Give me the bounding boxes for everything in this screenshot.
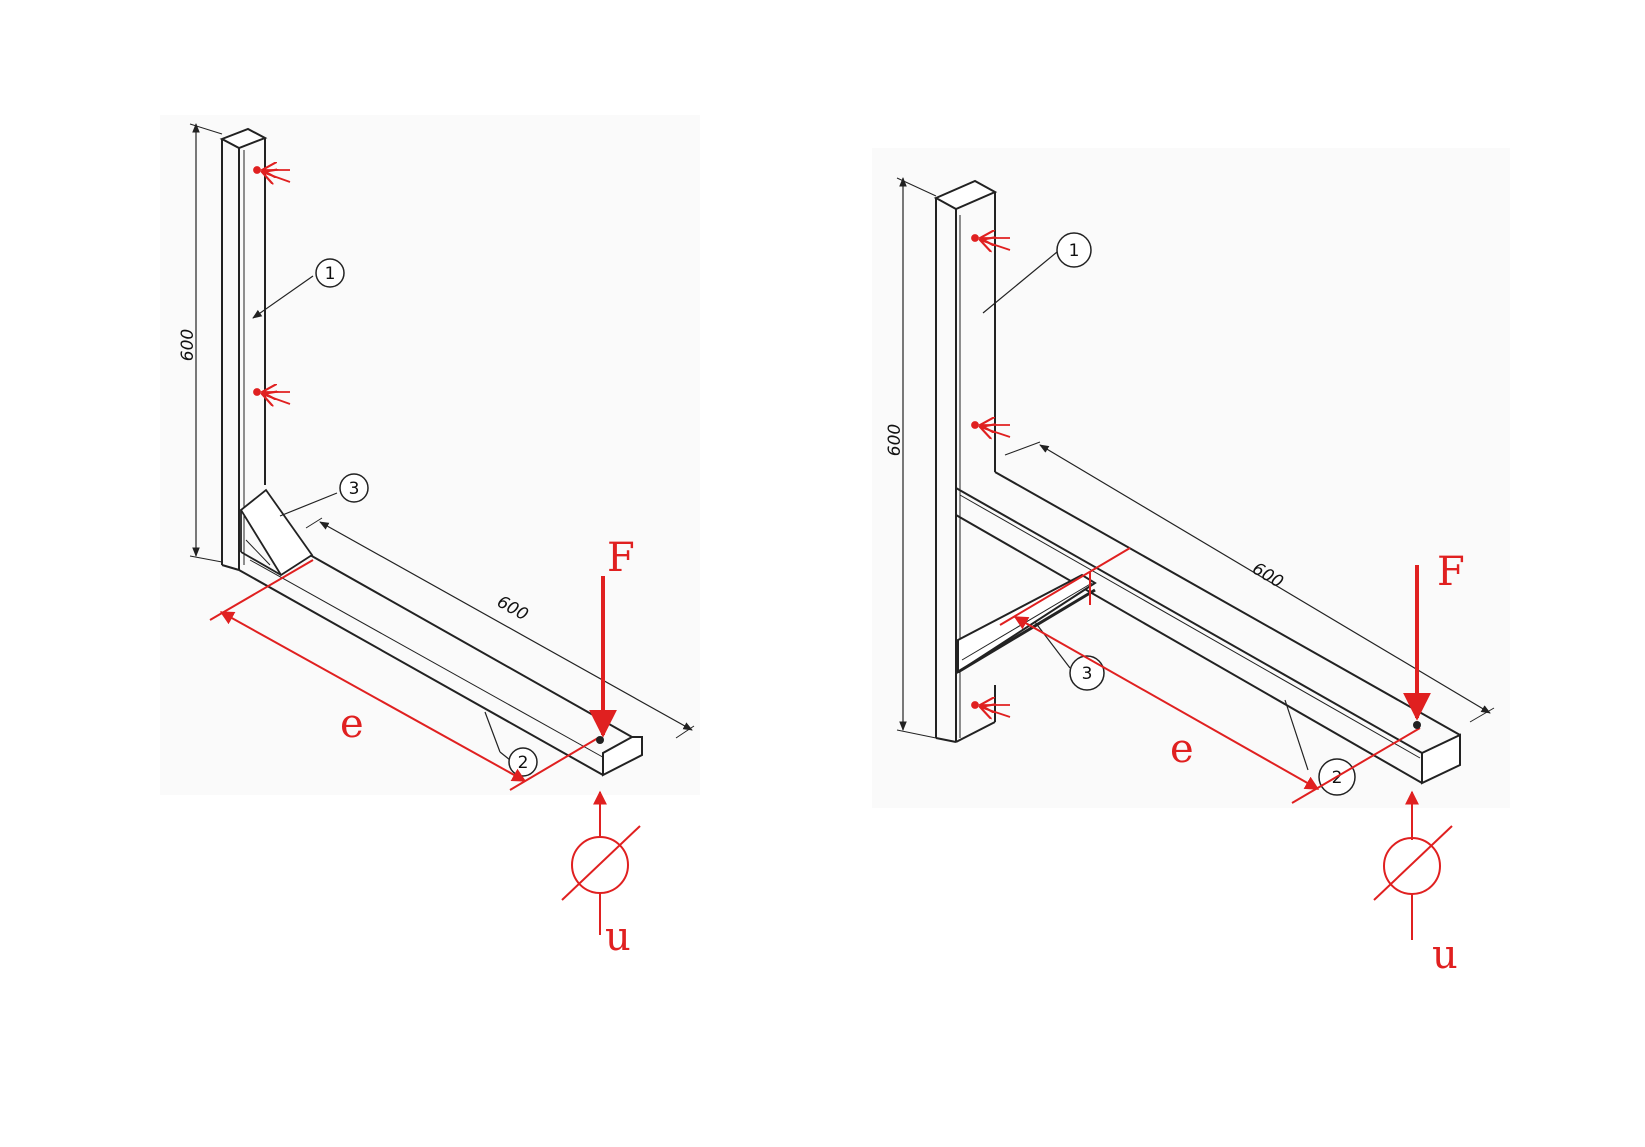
left-displacement-label: u bbox=[605, 914, 631, 960]
right-fixing-point-middle bbox=[971, 422, 1011, 437]
left-displacement-gauge: u bbox=[561, 790, 641, 960]
right-eccentricity-label: e bbox=[1170, 726, 1194, 772]
right-fixing-point-top bbox=[971, 235, 1011, 250]
left-fixing-point-bottom bbox=[253, 389, 291, 404]
right-vertical-dimension-label: 600 bbox=[885, 424, 905, 456]
left-drawing-area bbox=[160, 115, 700, 795]
left-vertical-dimension-label: 600 bbox=[178, 329, 198, 361]
left-force-label: F bbox=[607, 535, 635, 581]
right-part-balloon-1: 1 bbox=[982, 232, 1092, 314]
right-part-label-2: 2 bbox=[1332, 768, 1343, 788]
right-part-label-1: 1 bbox=[1069, 241, 1080, 261]
left-part-balloon-3: 3 bbox=[279, 473, 369, 517]
left-fixing-point-top bbox=[253, 167, 291, 182]
right-displacement-label: u bbox=[1432, 932, 1458, 978]
left-vertical-post bbox=[219, 127, 268, 571]
left-part-label-3: 3 bbox=[349, 479, 360, 499]
left-part-label-1: 1 bbox=[325, 264, 336, 284]
right-part-label-3: 3 bbox=[1082, 664, 1093, 684]
left-vertical-dimension: 600 bbox=[178, 123, 223, 563]
left-force-arrow: F bbox=[589, 535, 635, 744]
left-fixing-points bbox=[253, 167, 291, 404]
left-bracket-diagram: 600 600 1 3 2 bbox=[160, 115, 700, 960]
right-displacement-gauge: u bbox=[1373, 790, 1458, 978]
right-bracket-diagram: 600 600 1 3 2 bbox=[872, 148, 1510, 978]
left-eccentricity-label: e bbox=[340, 701, 364, 747]
left-gusset bbox=[239, 488, 314, 577]
right-force-arrow: F bbox=[1403, 549, 1465, 729]
left-part-balloon-1: 1 bbox=[252, 258, 345, 319]
left-eccentricity-dimension: e bbox=[209, 559, 599, 791]
right-force-label: F bbox=[1437, 549, 1465, 595]
right-fixing-point-bottom bbox=[971, 702, 1011, 717]
right-eccentricity-dimension: e bbox=[999, 547, 1421, 804]
left-part-label-2: 2 bbox=[518, 753, 529, 773]
right-fixing-points bbox=[971, 235, 1011, 717]
right-vertical-dimension: 600 bbox=[885, 177, 937, 739]
